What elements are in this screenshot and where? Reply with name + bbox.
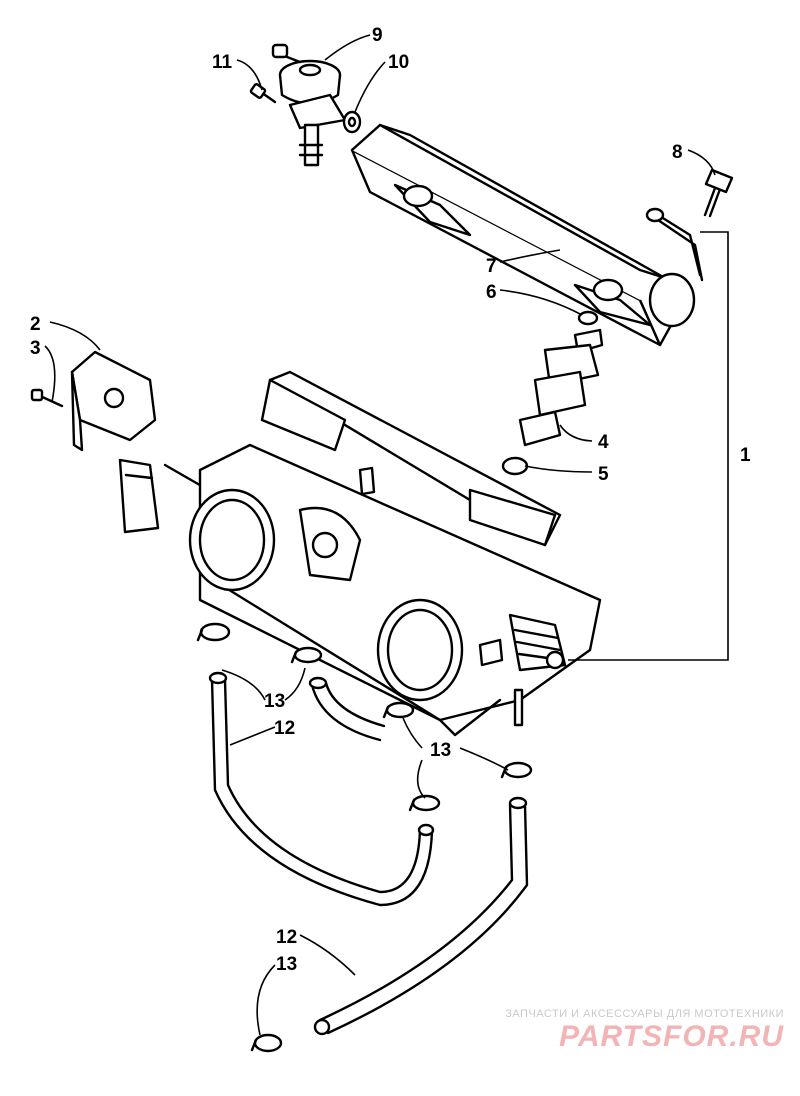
callout-13-c: 13 — [276, 954, 297, 975]
callout-labels: 9 10 11 8 7 6 2 3 4 1 5 13 12 13 12 13 — [30, 25, 751, 975]
watermark-logo: PARTSFOR.RU — [559, 1020, 784, 1053]
watermark-tagline: ЗАПЧАСТИ И АКСЕССУАРЫ ДЛЯ МОТОТЕХНИКИ — [505, 1008, 784, 1020]
throttle-position-sensor — [30, 350, 207, 534]
callout-13-a: 13 — [264, 691, 285, 712]
hose-upper — [208, 671, 435, 907]
pressure-regulator — [271, 43, 347, 167]
callout-1: 1 — [740, 445, 751, 466]
screw-11 — [249, 83, 277, 104]
callout-9: 9 — [372, 25, 383, 46]
callout-8: 8 — [672, 142, 683, 163]
hose-short — [308, 676, 386, 742]
assembly-bracket — [568, 231, 729, 661]
watermark: ЗАПЧАСТИ И АКСЕССУАРЫ ДЛЯ МОТОТЕХНИКИ PA… — [505, 1008, 784, 1053]
hose-lower — [313, 796, 529, 1036]
callout-7: 7 — [486, 256, 497, 277]
callout-10: 10 — [388, 52, 409, 73]
callout-4: 4 — [598, 432, 609, 453]
o-ring-10 — [342, 110, 362, 134]
leader-lines — [44, 34, 716, 1036]
callout-11: 11 — [212, 52, 233, 73]
fuel-rail — [350, 123, 704, 347]
callout-5: 5 — [598, 464, 609, 485]
callout-13-b: 13 — [430, 740, 451, 761]
callout-3: 3 — [30, 338, 41, 359]
bolt-8 — [703, 168, 734, 218]
callout-2: 2 — [30, 314, 41, 335]
callout-6: 6 — [486, 282, 497, 303]
hose-clamps — [196, 622, 533, 1053]
throttle-body — [188, 370, 602, 737]
callout-12-b: 12 — [276, 927, 297, 948]
callout-12-a: 12 — [274, 718, 295, 739]
fuel-injector — [501, 310, 604, 476]
